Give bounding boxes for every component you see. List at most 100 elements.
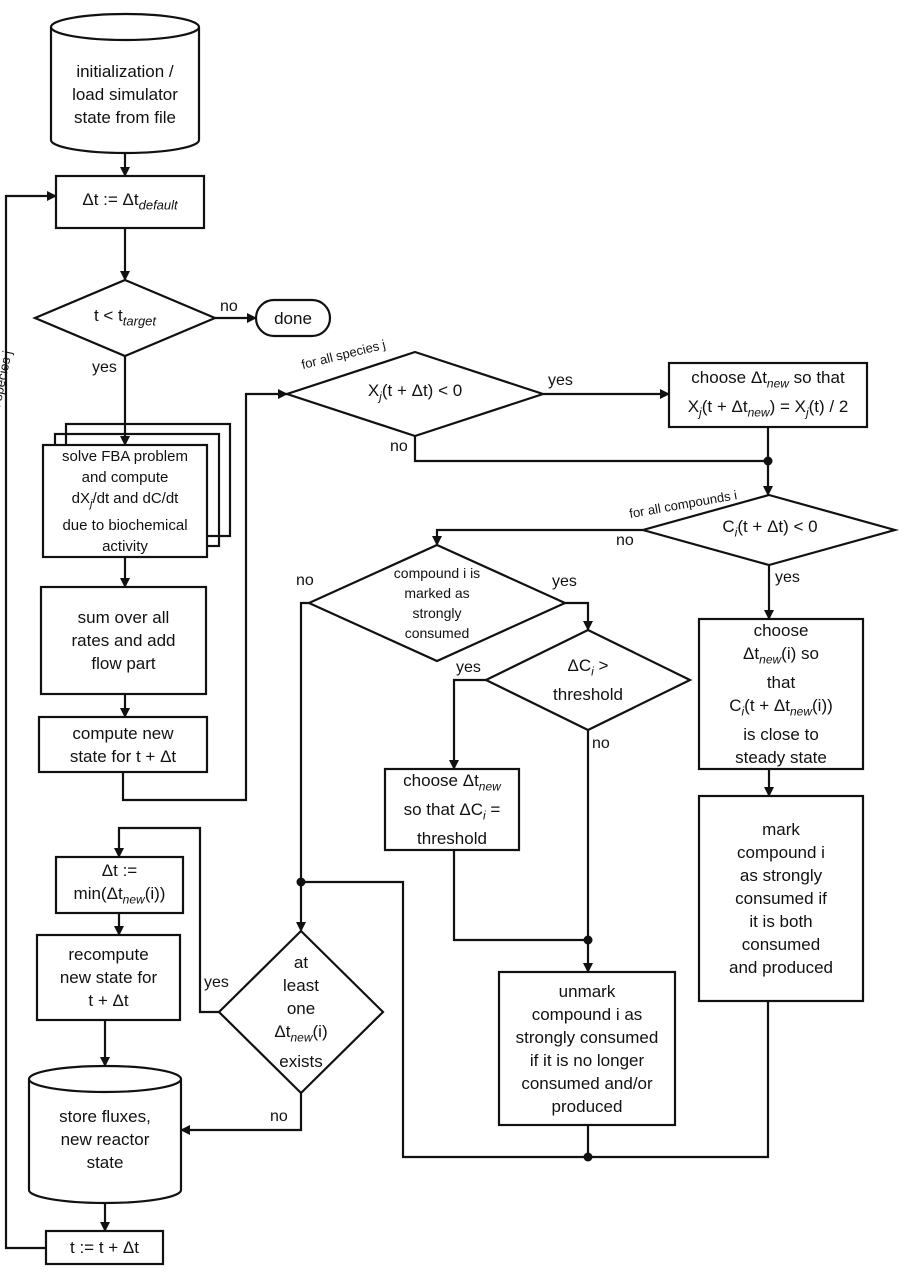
choose-ci-box	[697, 617, 865, 771]
xj-rest: (t + Δt) < 0	[381, 381, 463, 401]
sum-line-3: flow part	[91, 654, 156, 673]
solve-fba-rest: /dt and dC/dt	[92, 489, 179, 507]
store-node: store fluxes, new reactor state	[29, 1094, 181, 1184]
exists-line-3: one	[286, 999, 316, 1019]
choose-dci-threshold: threshold	[417, 829, 487, 849]
xj-check-node: Xj(t + Δt) < 0	[330, 376, 500, 412]
dci-gt: >	[593, 655, 609, 675]
init-node: initialization / load simulator state fr…	[51, 48, 199, 140]
ci-c: C	[722, 517, 735, 537]
choose-ci-dt: Δt	[743, 643, 760, 663]
init-line-3: state from file	[73, 107, 177, 127]
dt-min-sub-new: new	[122, 892, 145, 907]
choose-ci-that: that	[766, 673, 796, 692]
choose-dci-sub-new: new	[478, 779, 501, 793]
t-target-text: t < t	[93, 305, 123, 325]
choose-ci-sub-i: i	[741, 704, 745, 719]
label-yes-target: yes	[92, 359, 117, 376]
label-no-done: no	[220, 298, 238, 315]
choose-dci-a: choose Δt	[403, 770, 479, 790]
dt-default-sub: default	[138, 197, 178, 213]
solve-fba-line-4: due to biochemical	[62, 516, 188, 534]
solve-fba-sub-j: j	[89, 497, 93, 510]
choose-dci-node: choose Δtnew so that ΔCi = threshold	[385, 769, 519, 850]
xj-x: X	[367, 381, 380, 401]
dt-default-node: Δt := Δtdefault	[56, 176, 204, 228]
sum-line-2: rates and add	[71, 631, 176, 650]
dt-min-a: min(Δt	[73, 883, 123, 903]
choose-xj-x1: X	[687, 397, 700, 416]
choose-ci-node: choose Δtnew(i) so that Ci(t + Δtnew(i))…	[699, 619, 863, 769]
xj-sub: j	[379, 389, 382, 404]
junction-dot	[583, 935, 593, 945]
choose-dci-b: so that ΔC	[403, 800, 484, 819]
unmark-line-4: if it is no longer	[529, 1050, 645, 1070]
junction-dot	[296, 877, 306, 887]
label-yes-strongly: yes	[552, 573, 577, 590]
choose-dci-eq: =	[485, 800, 501, 819]
choose-xj-d: ) = X	[769, 397, 806, 416]
dt-default-box	[54, 174, 206, 230]
choose-ci-line-1: choose	[753, 620, 809, 640]
sum-line-1: sum over all	[77, 608, 170, 627]
done-node: done	[256, 300, 330, 336]
choose-ci-sub-new: new	[759, 652, 782, 666]
choose-xj-b: so that	[788, 367, 845, 387]
choose-ci-close: (i))	[812, 696, 833, 715]
unmark-line-1: unmark	[558, 981, 616, 1001]
choose-ci-so: (i) so	[781, 643, 819, 663]
exists-line-1: at	[293, 953, 309, 973]
choose-xj-sub-new: new	[766, 376, 789, 390]
label-no-xj: no	[390, 438, 408, 455]
dt-default-text: Δt := Δt	[82, 189, 139, 209]
recompute-line-2: new state for	[59, 968, 158, 987]
unmark-line-6: produced	[551, 1096, 623, 1116]
strongly-line-4: consumed	[404, 625, 470, 641]
choose-ci-c: C	[729, 696, 742, 715]
recompute-line-3: t + Δt	[88, 991, 129, 1010]
exists-sub-new: new	[290, 1030, 313, 1045]
init-line-2: load simulator	[72, 84, 178, 104]
t-target-node: t < ttarget	[60, 300, 190, 336]
strongly-line-3: strongly	[412, 605, 462, 621]
label-no-ci: no	[616, 532, 634, 549]
exists-dt: Δt	[274, 1022, 291, 1042]
done-text: done	[274, 308, 312, 328]
store-line-1: store fluxes,	[59, 1106, 151, 1126]
ci-rest: (t + Δt) < 0	[737, 517, 818, 537]
init-cylinder	[49, 12, 201, 155]
label-yes-dci: yes	[456, 659, 481, 676]
junction-dot	[583, 1152, 593, 1162]
mark-line-4: consumed if	[735, 889, 827, 908]
exists-line-5: exists	[279, 1051, 323, 1071]
choose-xj-sub-new2: new	[747, 405, 770, 420]
mark-line-1: mark	[762, 820, 800, 839]
compute-state-node: compute new state for t + Δt	[39, 717, 207, 772]
t-target-sub: target	[122, 313, 157, 329]
exists-line-2: least	[283, 976, 319, 996]
exists-node: at least one Δtnew(i) exists	[246, 945, 356, 1079]
recompute-node: recompute new state for t + Δt	[37, 935, 180, 1020]
recompute-line-1: recompute	[68, 945, 149, 964]
mark-line-5: it is both	[749, 912, 813, 931]
label-yes-xj: yes	[548, 372, 573, 389]
label-yes-exists: yes	[204, 974, 229, 991]
dci-dc: ΔC	[567, 655, 592, 675]
solve-fba-line-2: and compute	[81, 468, 169, 486]
solve-fba-dx: dX	[71, 489, 90, 507]
mark-box	[697, 794, 865, 1003]
mark-line-7: and produced	[729, 958, 833, 977]
dci-threshold: threshold	[553, 685, 623, 705]
init-line-1: initialization /	[76, 61, 174, 81]
unmark-line-3: strongly consumed	[515, 1027, 659, 1047]
strongly-check-node: compound i is marked as strongly consume…	[357, 561, 517, 645]
unmark-node: unmark compound i as strongly consumed i…	[499, 972, 675, 1125]
label-yes-ci: yes	[775, 569, 800, 586]
store-cylinder	[27, 1064, 183, 1205]
sum-node: sum over all rates and add flow part	[41, 587, 206, 694]
mark-line-3: as strongly	[739, 866, 823, 885]
dci-sub: i	[591, 664, 594, 679]
solve-fba-node: solve FBA problem and compute dXj/dt and…	[43, 445, 207, 557]
store-line-3: state	[86, 1152, 124, 1172]
